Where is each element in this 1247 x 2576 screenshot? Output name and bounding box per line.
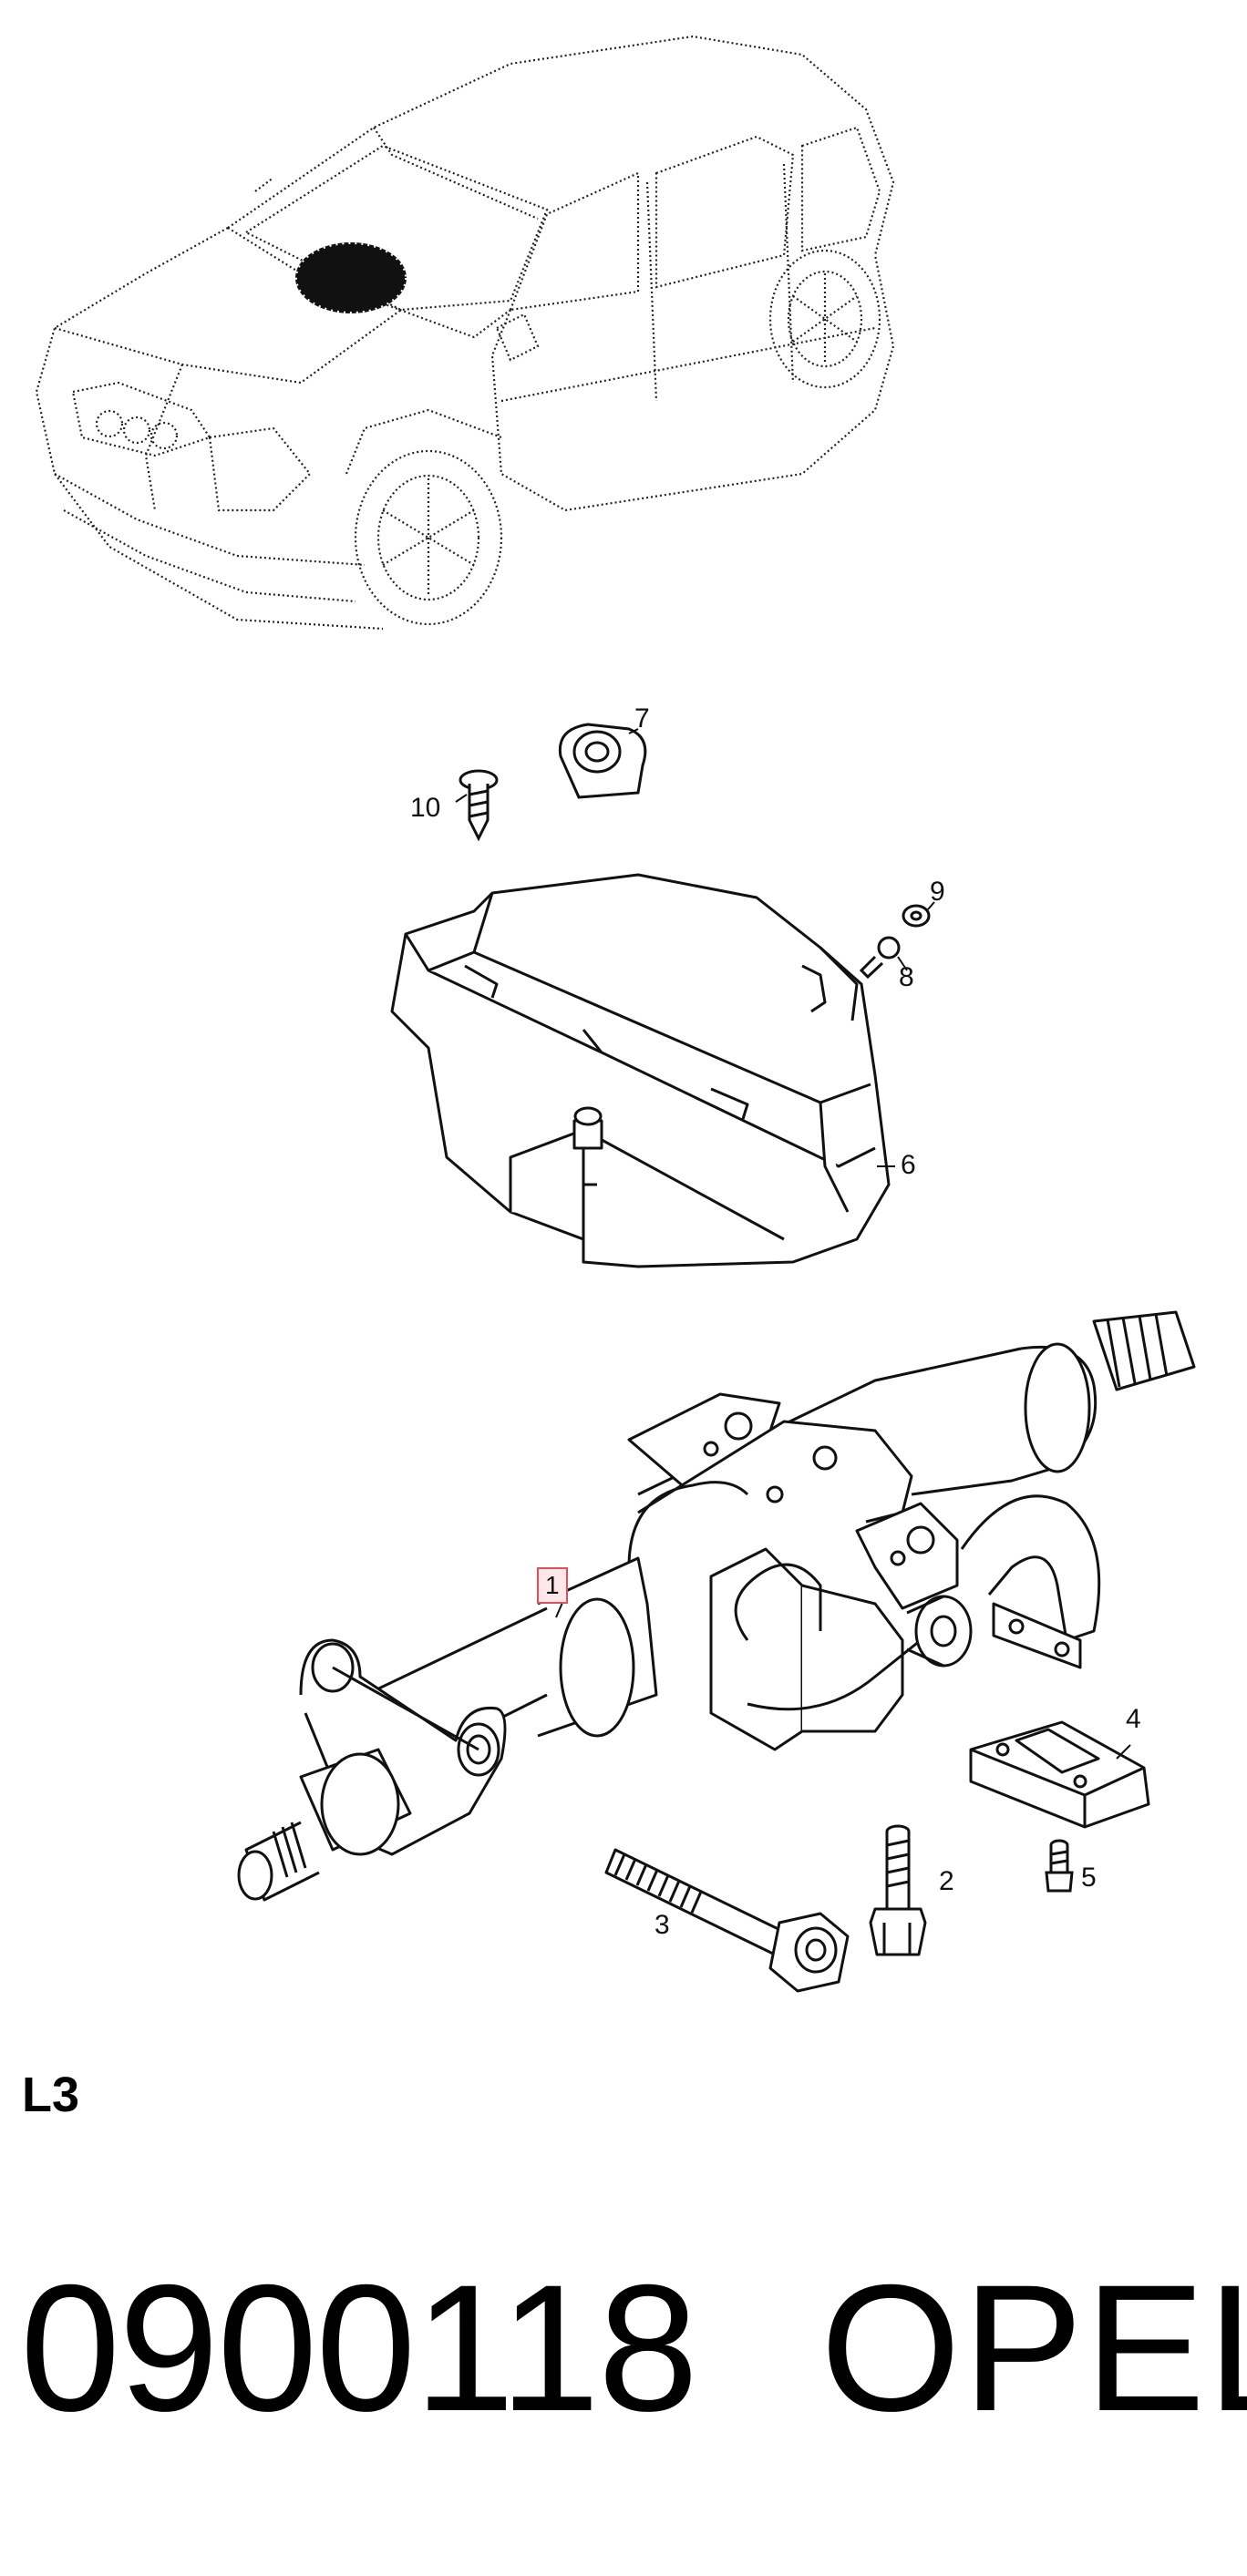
mounting-plate-4: [969, 1720, 1150, 1829]
callout-3: 3: [654, 1910, 670, 1940]
leader-line-4: [1116, 1744, 1131, 1760]
car-outline: [35, 35, 895, 631]
leader-line-8: [897, 956, 908, 971]
callout-8: 8: [899, 962, 914, 992]
callout-4: 4: [1126, 1704, 1141, 1734]
callout-10: 10: [410, 793, 441, 823]
bolt-2: [869, 1824, 927, 1956]
leader-line-10: [455, 794, 468, 803]
column-cover-6: [390, 873, 891, 1268]
leader-line-7: [628, 728, 639, 734]
screw-5: [1045, 1839, 1074, 1893]
bolt-3: [604, 1848, 850, 1993]
callout-1: 1: [537, 1567, 568, 1604]
steering-column-1: [237, 1310, 1196, 1902]
callout-5: 5: [1081, 1863, 1097, 1893]
car-highlight-area: [295, 242, 407, 313]
screw-10: [459, 769, 499, 842]
grommet-7: [558, 723, 647, 799]
part-number: 0900118: [20, 2247, 698, 2448]
brand-name: OPEL: [820, 2247, 1247, 2448]
callout-2: 2: [939, 1866, 954, 1896]
leader-line-9: [927, 901, 935, 910]
callout-7: 7: [634, 703, 650, 734]
nut-9: [902, 904, 931, 928]
callout-9: 9: [930, 877, 945, 907]
screw-8: [859, 936, 901, 980]
callout-6: 6: [901, 1150, 916, 1180]
section-code: L3: [22, 2068, 80, 2122]
